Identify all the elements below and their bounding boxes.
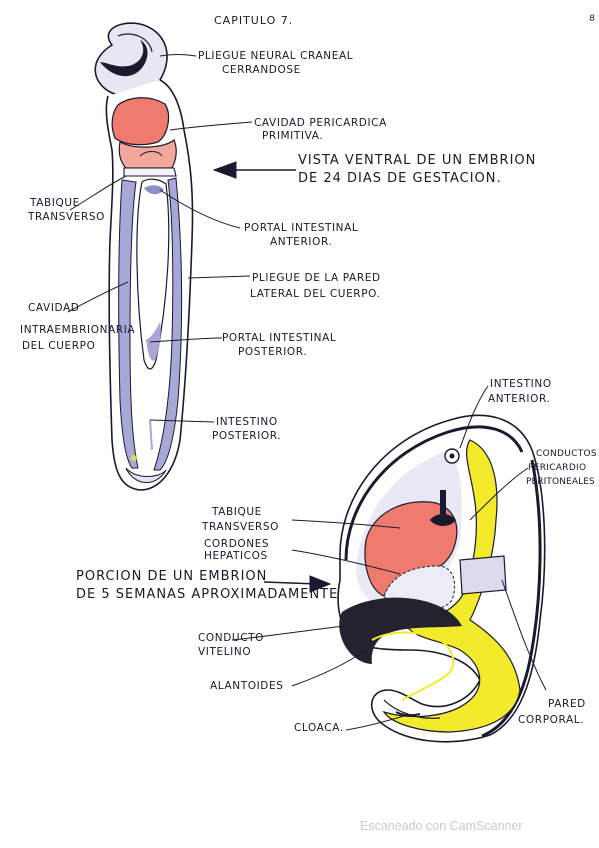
pericardial-cavity [111, 97, 170, 146]
label-conducto-vitelino-1: CONDUCTO [198, 632, 265, 644]
label-cavidad-intra-3: DEL CUERPO [22, 340, 96, 352]
label-conducto-vitelino-2: VITELINO [198, 646, 252, 658]
label-portal-posterior-2: POSTERIOR. [238, 346, 308, 358]
label-tabique-bottom-1: TABIQUE [212, 506, 262, 518]
label-pliegue-neural-1: PLIEGUE NEURAL CRANEAL [198, 50, 354, 62]
label-portal-anterior-1: PORTAL INTESTINAL [244, 222, 359, 234]
label-conductos-2: PERICARDIO [528, 463, 587, 473]
label-portal-anterior-2: ANTERIOR. [270, 236, 333, 248]
label-cavidad-intra-1: CAVIDAD [28, 302, 80, 314]
caption-top-2: DE 24 DIAS DE GESTACION. [298, 171, 502, 186]
neural-fold-inner [100, 40, 148, 77]
label-cordones-2: HEPATICOS [204, 550, 268, 562]
caption-top-1: VISTA VENTRAL DE UN EMBRION [298, 153, 537, 168]
label-intestino-posterior-2: POSTERIOR. [212, 430, 282, 442]
label-cavidad-intra-2: INTRAEMBRIONARIA [20, 324, 136, 336]
top-leader-lines [67, 54, 296, 423]
caption-bottom-2: DE 5 SEMANAS APROXIMADAMENTE [76, 587, 339, 602]
scanner-watermark: Escaneado con CamScanner [360, 819, 523, 833]
label-conductos-3: PERITONEALES [526, 477, 595, 487]
label-tabique-top-1: TABIQUE [30, 197, 80, 209]
septum-transversum [364, 501, 458, 597]
gut-tube [136, 178, 170, 370]
page-number: 8 [589, 14, 595, 24]
label-pliegue-neural-2: CERRANDOSE [222, 64, 301, 76]
midgut-dark [339, 597, 462, 664]
label-intestino-anterior-2: ANTERIOR. [488, 393, 551, 405]
label-portal-posterior-1: PORTAL INTESTINAL [222, 332, 337, 344]
label-cordones-1: CORDONES [204, 538, 270, 550]
label-tabique-top-2: TRANSVERSO [28, 211, 106, 223]
label-cloaca: CLOACA. [294, 722, 344, 734]
label-pliegue-pared-2: LATERAL DEL CUERPO. [250, 288, 381, 300]
bottom-leader-lines [231, 385, 547, 731]
label-intestino-posterior-1: INTESTINO [216, 416, 278, 428]
embryo-5-weeks [337, 414, 546, 743]
label-conductos-1: CONDUCTOS [536, 449, 597, 459]
label-pared-corporal-2: CORPORAL. [518, 714, 585, 726]
label-alantoides: ALANTOIDES [210, 680, 284, 692]
embryo-24-days [94, 22, 194, 491]
label-pliegue-pared-1: PLIEGUE DE LA PARED [252, 272, 381, 284]
label-cavidad-pericardica-1: CAVIDAD PERICARDICA [254, 117, 387, 129]
label-cavidad-pericardica-2: PRIMITIVA. [262, 130, 324, 142]
lateral-body-wall-right [153, 177, 183, 471]
label-intestino-anterior-1: INTESTINO [490, 378, 552, 390]
label-pared-corporal-1: PARED [548, 698, 586, 710]
label-tabique-bottom-2: TRANSVERSO [202, 521, 280, 533]
lateral-body-wall-left [118, 179, 139, 469]
chapter-title: CAPITULO 7. [214, 14, 294, 27]
caption-bottom-1: PORCION DE UN EMBRION [76, 569, 268, 584]
